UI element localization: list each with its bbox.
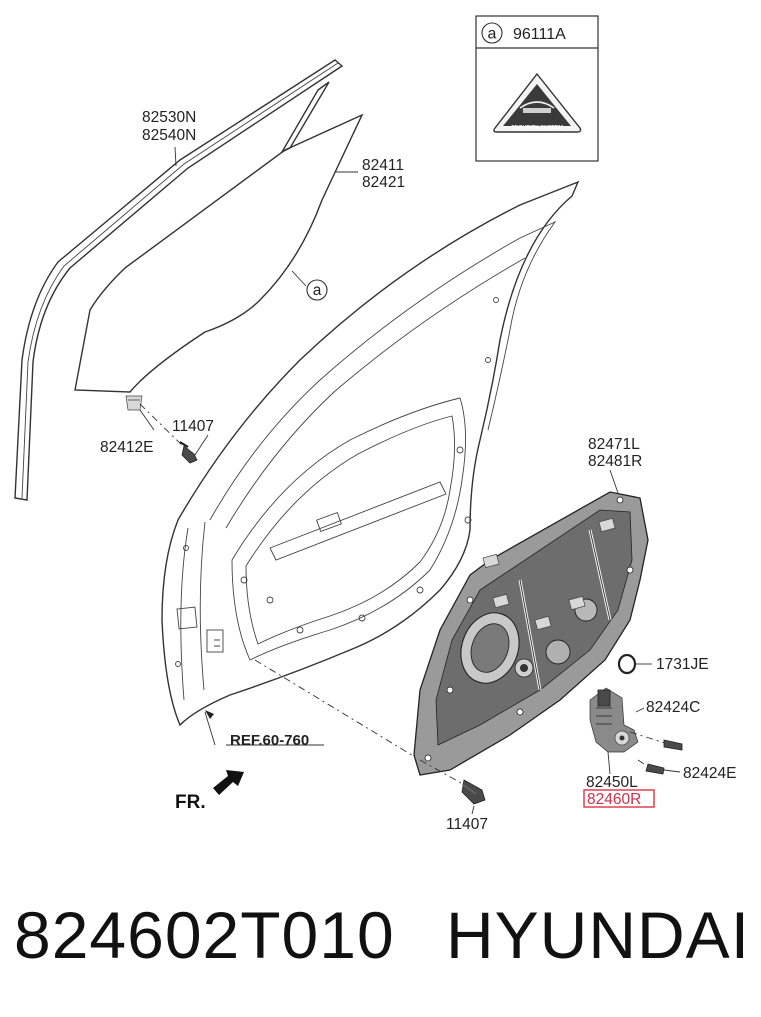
- bolt-icon-upper: [139, 403, 198, 464]
- badge-text: SECURITY SYSTEM: [511, 125, 563, 131]
- label-82421: 82421: [362, 174, 405, 191]
- inset-callout-circle: [481, 22, 503, 44]
- label-82424c: 82424C: [646, 699, 700, 716]
- screw-icon-e: [637, 759, 665, 775]
- grommet-icon: [617, 653, 637, 675]
- label-82450l: 82450L: [586, 774, 638, 791]
- door-inner-panel: [161, 180, 580, 746]
- label-82471l: 82471L: [588, 436, 640, 453]
- assembly-line: [254, 659, 421, 761]
- label-82540n: 82540N: [142, 127, 196, 144]
- bolt-icon-lower: [419, 759, 486, 805]
- highlight-box: [583, 789, 655, 808]
- door-glass: [74, 113, 364, 393]
- inset-box: a 96111A SECURITY SYSTEM: [475, 15, 599, 162]
- label-1731je: 1731JE: [656, 656, 709, 673]
- door-module-panel: [413, 491, 649, 776]
- glass-callout-circle: [306, 279, 328, 301]
- security-badge-icon: SECURITY SYSTEM: [493, 72, 582, 133]
- glass-callout-letter: a: [313, 282, 322, 299]
- label-82460r: 82460R: [587, 791, 641, 808]
- label-11407-lower: 11407: [446, 816, 488, 833]
- glass-clip-icon: [125, 395, 143, 411]
- front-direction-arrow-icon: [213, 770, 244, 795]
- regulator-motor-icon: [589, 687, 639, 753]
- label-front: FR.: [175, 792, 206, 813]
- label-82481r: 82481R: [588, 453, 642, 470]
- inset-part-number: 96111A: [513, 26, 566, 43]
- inset-callout-letter: a: [488, 26, 497, 43]
- label-82424e: 82424E: [683, 765, 736, 782]
- footer-part-number: 824602T010: [14, 898, 395, 972]
- label-82530n: 82530N: [142, 109, 196, 126]
- door-parts-diagram: a 96111A SECURITY SYSTEM: [14, 15, 736, 833]
- label-82412e: 82412E: [100, 439, 153, 456]
- label-ref: REF.60-760: [230, 732, 309, 749]
- footer-brand: HYUNDAI: [446, 898, 751, 972]
- footer-caption: 824602T010 HYUNDAI: [0, 880, 761, 990]
- label-11407-upper: 11407: [172, 418, 214, 435]
- screw-icon-c: [629, 731, 683, 751]
- label-82411: 82411: [362, 157, 404, 174]
